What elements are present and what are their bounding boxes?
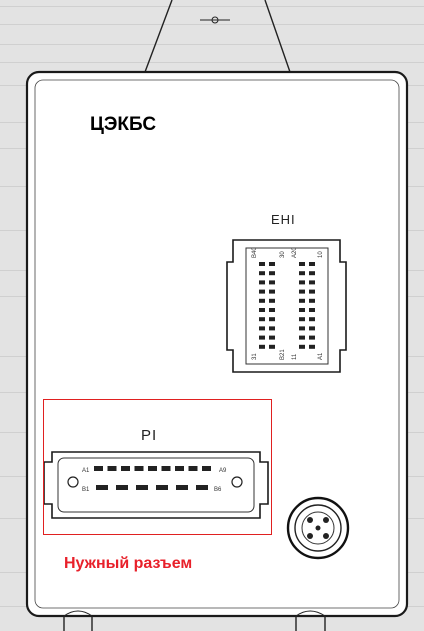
ehi-pin [259, 280, 265, 285]
pi-pin-row-b [136, 485, 148, 490]
pi-pin-row-a [161, 466, 171, 471]
ehi-pin [309, 335, 315, 340]
ehi-pin [269, 326, 275, 331]
ehi-pin [269, 280, 275, 285]
pi-pin-label-a1: A1 [82, 468, 90, 474]
ehi-pin [259, 289, 265, 294]
ehi-pin [299, 335, 305, 340]
ehi-pin-grid [259, 262, 315, 349]
pi-pin-rows [94, 466, 211, 490]
pi-pin-label-b1: B1 [82, 487, 90, 493]
ehi-pin-label-b40: B40 [252, 247, 258, 258]
ehi-pin [299, 289, 305, 294]
ehi-pin [259, 262, 265, 266]
ehi-pin-label-10: 10 [318, 251, 324, 258]
pi-pin-row-a [94, 466, 103, 471]
ehi-pin [269, 344, 275, 349]
ehi-pin [259, 308, 265, 312]
pi-mount-hole-left [67, 476, 79, 488]
ehi-pin [299, 271, 305, 276]
pi-pin-label-b6: B6 [214, 487, 222, 493]
ehi-pin-label-b21: B21 [280, 349, 286, 360]
ehi-pin [309, 317, 315, 322]
pi-pin-row-a [202, 466, 211, 471]
ehi-pin [309, 298, 315, 303]
ehi-pin [259, 344, 265, 349]
pi-pin-row-a [134, 466, 144, 471]
ehi-pin [309, 344, 315, 349]
ehi-pin [269, 298, 275, 303]
ehi-pin [309, 308, 315, 312]
ehi-connector-label: EHI [271, 212, 296, 227]
ehi-pin [299, 344, 305, 349]
ehi-pin [309, 280, 315, 285]
pi-pin-row-b [196, 485, 208, 490]
annotation-label: Нужный разъем [52, 550, 238, 580]
ehi-pin [269, 289, 275, 294]
ehi-pin [299, 262, 305, 266]
ehi-pin [259, 271, 265, 276]
pi-pin-row-b [156, 485, 168, 490]
pi-pin-row-a [175, 466, 184, 471]
pi-pin-row-b [96, 485, 108, 490]
ehi-pin [269, 271, 275, 276]
ehi-pin [299, 326, 305, 331]
pi-pin-row-a [107, 466, 117, 471]
pi-mount-hole-right [231, 476, 243, 488]
mounting-bracket [144, 0, 291, 73]
ehi-pin [269, 308, 275, 312]
round-connector [286, 496, 350, 560]
ehi-pin [299, 308, 305, 312]
ehi-pin-label-a1: A1 [318, 352, 324, 360]
ehi-pin [299, 280, 305, 285]
pi-pin-row-a [148, 466, 157, 471]
ehi-pin [259, 335, 265, 340]
ehi-connector: B40 30 A20 10 31 B21 11 A1 [226, 239, 347, 373]
ehi-pin [269, 317, 275, 322]
ehi-pin [309, 271, 315, 276]
pi-pin-row-a [121, 466, 130, 471]
ehi-pin [309, 262, 315, 266]
ehi-pin [269, 335, 275, 340]
pi-pin-label-a9: A9 [219, 468, 227, 474]
ehi-pin [299, 317, 305, 322]
pi-pin-row-a [188, 466, 198, 471]
ehi-pin-label-31: 31 [252, 353, 258, 360]
ehi-pin [259, 298, 265, 303]
ehi-pin [309, 326, 315, 331]
housing-feet [63, 610, 326, 631]
ehi-pin [259, 317, 265, 322]
highlight-box [43, 399, 272, 535]
ehi-pin-label-30: 30 [280, 251, 286, 258]
device-title: ЦЭКБС [84, 106, 334, 162]
ehi-pin [299, 298, 305, 303]
pi-connector: A1 A9 B1 B6 [43, 451, 269, 519]
ehi-pin-label-a20: A20 [292, 247, 298, 258]
ehi-pin [269, 262, 275, 266]
ehi-pin [309, 289, 315, 294]
ehi-pin-label-11: 11 [292, 353, 298, 360]
pi-pin-row-b [176, 485, 188, 490]
pi-pin-row-b [116, 485, 128, 490]
pi-connector-label: PI [141, 427, 158, 444]
ehi-pin [259, 326, 265, 331]
